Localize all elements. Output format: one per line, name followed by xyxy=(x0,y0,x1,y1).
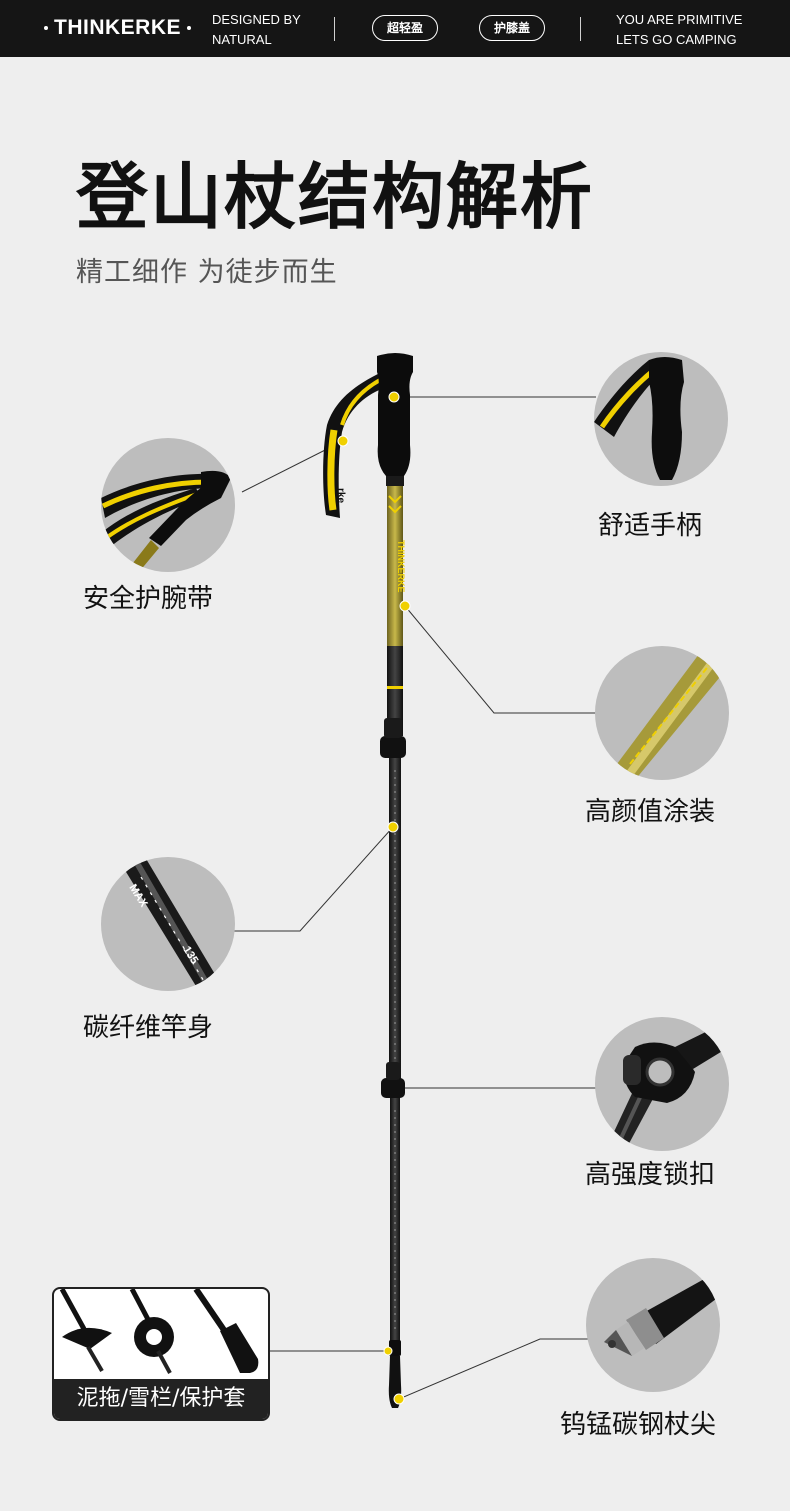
wrist-strap-icon xyxy=(101,438,235,572)
feature-label-carbon-shaft: 碳纤维竿身 xyxy=(83,1013,214,1043)
brand-logo: THINKERKE xyxy=(38,16,197,40)
callout-dot xyxy=(337,435,349,447)
header-tagline-right: YOU ARE PRIMITIVE LETS GO CAMPING xyxy=(616,12,743,47)
feature-label-lock-clip: 高强度锁扣 xyxy=(585,1160,716,1190)
header-tagline-left: DESIGNED BY NATURAL xyxy=(212,12,301,47)
callout-dot xyxy=(393,1393,405,1405)
carbon-shaft-icon: MAX 135 xyxy=(101,857,235,991)
connector-line xyxy=(404,605,596,714)
badge-ultralight: 超轻盈 xyxy=(372,15,438,41)
svg-text:rke: rke xyxy=(335,488,346,503)
page-subtitle: 精工细作 为徒步而生 xyxy=(76,257,338,288)
upper-shaft-gold xyxy=(387,486,403,646)
svg-text:THINKERKE: THINKERKE xyxy=(396,540,406,593)
callout-dot xyxy=(388,391,400,403)
connector-line xyxy=(398,1338,594,1400)
feature-label-wrist-strap: 安全护腕带 xyxy=(83,584,214,614)
connector-line xyxy=(234,826,394,932)
feature-label-tip: 钨锰碳钢杖尖 xyxy=(560,1410,717,1440)
page-title: 登山杖结构解析 xyxy=(76,155,595,239)
lock-clip-upper xyxy=(380,736,406,758)
grip-foam xyxy=(377,353,413,476)
wrist-strap: rke xyxy=(323,372,384,518)
grip-collar xyxy=(386,476,404,486)
feature-label-accessories: 泥拖/雪栏/保护套 xyxy=(54,1379,268,1419)
badge-knee-protect: 护膝盖 xyxy=(479,15,545,41)
coating-icon xyxy=(595,646,729,780)
header-divider xyxy=(580,17,581,41)
lock-clip-lower xyxy=(381,1078,405,1098)
header-bar: THINKERKE DESIGNED BY NATURAL 超轻盈 护膝盖 YO… xyxy=(0,0,790,57)
header-divider xyxy=(334,17,335,41)
callout-dot xyxy=(383,1346,393,1356)
tip-icon xyxy=(586,1258,720,1392)
feature-label-coating: 高颜值涂装 xyxy=(585,797,716,827)
accessories-icon: 泥拖/雪栏/保护套 xyxy=(52,1287,270,1421)
upper-shaft-carbon xyxy=(387,646,403,736)
callout-dot xyxy=(399,600,411,612)
lock-clip-icon xyxy=(595,1017,729,1151)
feature-label-handle: 舒适手柄 xyxy=(598,511,703,541)
handle-icon xyxy=(594,352,728,486)
callout-dot xyxy=(387,821,399,833)
